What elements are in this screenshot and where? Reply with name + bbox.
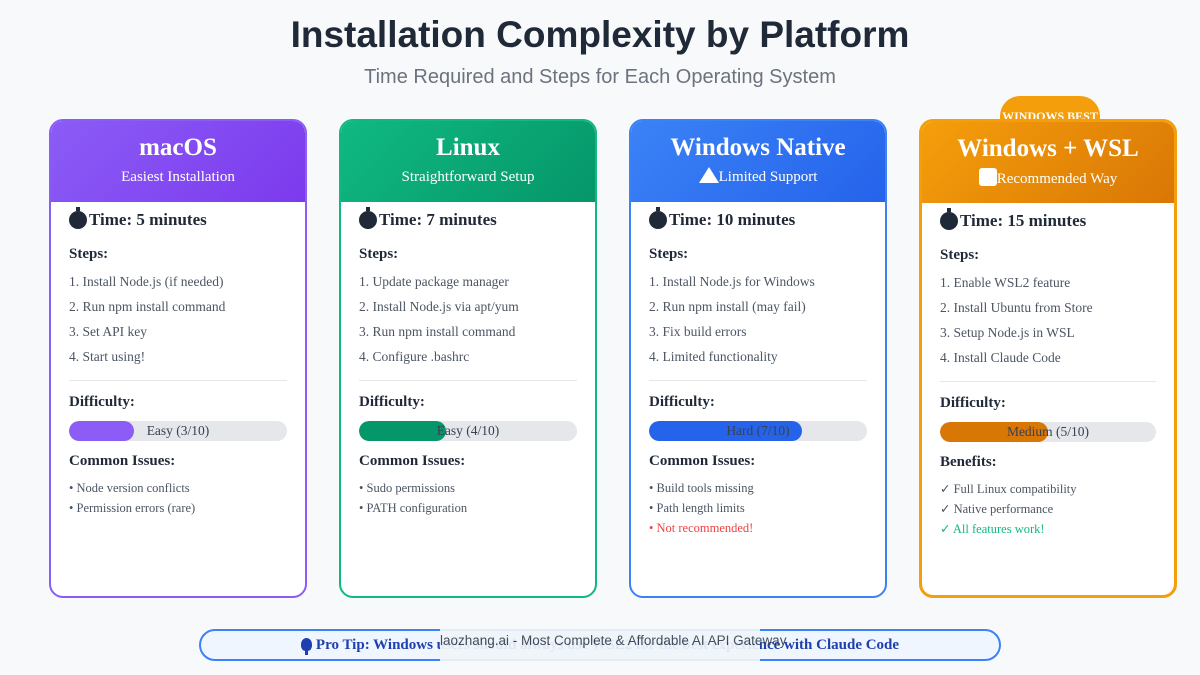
time-estimate: Time: 15 minutes xyxy=(940,207,1156,235)
difficulty-bar: Easy (4/10) xyxy=(359,421,577,441)
difficulty-bar-fill xyxy=(359,421,447,441)
steps-label: Steps: xyxy=(69,246,109,262)
lightbulb-icon xyxy=(300,638,312,655)
issues-label: Common Issues: xyxy=(359,453,466,469)
checkmark-icon xyxy=(978,168,997,186)
card-title: Windows + WSL xyxy=(957,135,1139,162)
card-header: Windows Native Limited Support xyxy=(631,121,885,202)
card-tagline-row: Recommended Way xyxy=(922,168,1174,189)
steps-label: Steps: xyxy=(940,247,980,263)
step-item: 4. Install Claude Code xyxy=(940,350,1061,365)
difficulty-text: Easy (4/10) xyxy=(436,423,500,438)
steps-list: 1. Install Node.js (if needed) 2. Run np… xyxy=(69,269,287,369)
step-item: 2. Install Ubuntu from Store xyxy=(940,300,1093,315)
card-tagline: Limited Support xyxy=(718,169,818,185)
stopwatch-icon xyxy=(359,207,377,229)
card-tagline: Easiest Installation xyxy=(121,169,235,185)
difficulty-label: Difficulty: xyxy=(649,394,715,410)
step-item: 1. Install Node.js for Windows xyxy=(649,274,815,289)
step-item: 4. Start using! xyxy=(69,349,146,364)
benefit-item-highlight: ✓ All features work! xyxy=(940,522,1045,536)
watermark: laozhang.ai - Most Complete & Affordable… xyxy=(440,629,786,661)
issues-list: • Node version conflicts • Permission er… xyxy=(69,478,287,518)
issues-label: Common Issues: xyxy=(649,453,756,469)
time-text: Time: 5 minutes xyxy=(89,210,207,229)
step-item: 1. Install Node.js (if needed) xyxy=(69,274,224,289)
benefits-label: Benefits: xyxy=(940,454,997,470)
divider xyxy=(649,380,867,381)
page-subtitle: Time Required and Steps for Each Operati… xyxy=(364,66,836,88)
issue-item-warning: • Not recommended! xyxy=(649,521,754,535)
issue-item: • Sudo permissions xyxy=(359,481,456,495)
card-title: Linux xyxy=(436,134,500,161)
divider xyxy=(359,380,577,381)
card-tagline-row: Limited Support xyxy=(631,167,885,187)
warning-icon xyxy=(698,167,719,183)
step-item: 4. Configure .bashrc xyxy=(359,349,470,364)
divider xyxy=(940,381,1156,382)
step-item: 3. Fix build errors xyxy=(649,324,747,339)
step-item: 2. Run npm install (may fail) xyxy=(649,299,806,314)
benefit-item: ✓ Native performance xyxy=(940,502,1054,516)
platform-card-macos: macOS Easiest Installation Time: 5 minut… xyxy=(49,119,307,598)
time-text: Time: 10 minutes xyxy=(669,210,796,229)
issue-item: • PATH configuration xyxy=(359,501,468,515)
difficulty-bar: Easy (3/10) xyxy=(69,421,287,441)
stopwatch-icon xyxy=(69,207,87,229)
time-estimate: Time: 5 minutes xyxy=(69,206,287,234)
difficulty-text: Medium (5/10) xyxy=(1006,424,1090,439)
difficulty-label: Difficulty: xyxy=(940,395,1006,411)
difficulty-label: Difficulty: xyxy=(359,394,425,410)
issue-item: • Build tools missing xyxy=(649,481,754,495)
card-header: macOS Easiest Installation xyxy=(51,121,305,202)
issue-item: • Permission errors (rare) xyxy=(69,501,196,515)
time-text: Time: 15 minutes xyxy=(960,211,1087,230)
card-title: macOS xyxy=(139,134,217,161)
platform-card-linux: Linux Straightforward Setup Time: 7 minu… xyxy=(339,119,597,598)
platform-card-windows-native: Windows Native Limited Support Time: 10 … xyxy=(629,119,887,598)
difficulty-label: Difficulty: xyxy=(69,394,135,410)
card-header: Windows + WSL Recommended Way xyxy=(922,122,1174,203)
step-item: 2. Install Node.js via apt/yum xyxy=(359,299,519,314)
step-item: 2. Run npm install command xyxy=(69,299,226,314)
card-header: Linux Straightforward Setup xyxy=(341,121,595,202)
issue-item: • Path length limits xyxy=(649,501,745,515)
time-text: Time: 7 minutes xyxy=(379,210,497,229)
step-item: 1. Update package manager xyxy=(359,274,509,289)
issues-label: Common Issues: xyxy=(69,453,176,469)
card-tagline: Straightforward Setup xyxy=(401,169,535,185)
time-estimate: Time: 10 minutes xyxy=(649,206,867,234)
issues-list: • Sudo permissions • PATH configuration xyxy=(359,478,577,518)
stopwatch-icon xyxy=(649,207,667,229)
step-item: 3. Setup Node.js in WSL xyxy=(940,325,1075,340)
steps-list: 1. Enable WSL2 feature 2. Install Ubuntu… xyxy=(940,270,1156,370)
difficulty-bar: Medium (5/10) xyxy=(940,422,1156,442)
step-item: 4. Limited functionality xyxy=(649,349,778,364)
platform-card-windows-wsl: Windows + WSL Recommended Way Time: 15 m… xyxy=(919,119,1177,598)
benefit-item: ✓ Full Linux compatibility xyxy=(940,482,1077,496)
card-title: Windows Native xyxy=(670,134,846,161)
stopwatch-icon xyxy=(940,208,958,230)
time-estimate: Time: 7 minutes xyxy=(359,206,577,234)
difficulty-bar-fill xyxy=(69,421,135,441)
issues-list: • Build tools missing • Path length limi… xyxy=(649,478,867,538)
step-item: 1. Enable WSL2 feature xyxy=(940,275,1071,290)
steps-list: 1. Update package manager 2. Install Nod… xyxy=(359,269,577,369)
steps-label: Steps: xyxy=(649,246,689,262)
difficulty-bar-fill xyxy=(649,421,802,441)
step-item: 3. Set API key xyxy=(69,324,148,339)
issue-item: • Node version conflicts xyxy=(69,481,190,495)
benefits-list: ✓ Full Linux compatibility ✓ Native perf… xyxy=(940,479,1156,539)
steps-list: 1. Install Node.js for Windows 2. Run np… xyxy=(649,269,867,369)
steps-label: Steps: xyxy=(359,246,399,262)
difficulty-text: Hard (7/10) xyxy=(726,423,790,438)
page-title: Installation Complexity by Platform xyxy=(290,14,910,55)
divider xyxy=(69,380,287,381)
difficulty-text: Easy (3/10) xyxy=(146,423,210,438)
difficulty-bar-fill xyxy=(940,422,1048,442)
step-item: 3. Run npm install command xyxy=(359,324,516,339)
card-tagline: Recommended Way xyxy=(996,171,1118,187)
difficulty-bar: Hard (7/10) xyxy=(649,421,867,441)
